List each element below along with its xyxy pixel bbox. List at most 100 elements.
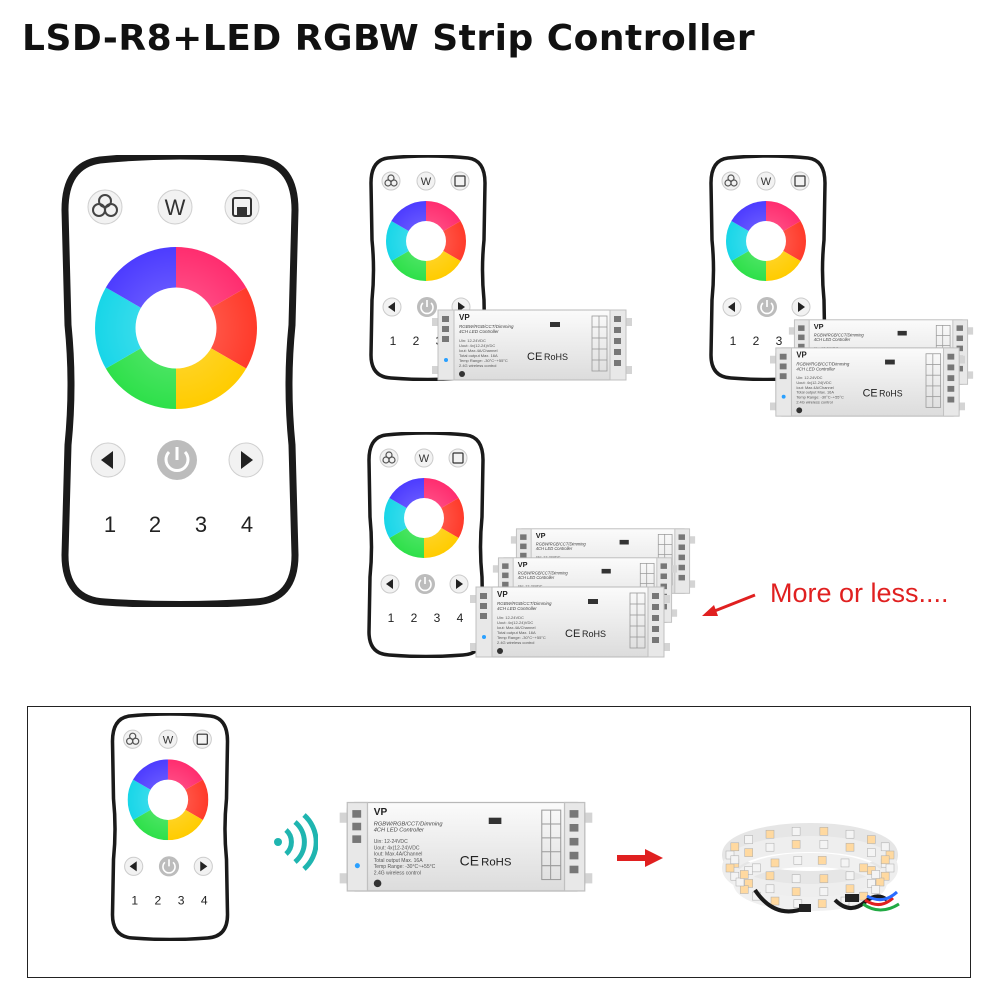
svg-text:Uout: 4x(12-24)VDC: Uout: 4x(12-24)VDC [796, 380, 831, 385]
svg-text:Iout: Max.4A/Channel: Iout: Max.4A/Channel [796, 385, 834, 390]
zone-2-button[interactable]: 2 [149, 512, 161, 537]
svg-text:VP: VP [518, 560, 528, 569]
led-chip [871, 885, 881, 894]
led-chip [840, 858, 850, 868]
led-controller-7: VP RGBW/RGB/CCT/Dimming 4CH LED Controll… [339, 801, 593, 892]
led-chip [885, 850, 895, 860]
svg-text:4CH LED Controller: 4CH LED Controller [814, 337, 851, 342]
svg-text:CE: CE [460, 853, 479, 869]
led-controller-1: VP RGBW/RGB/CCT/Dimming 4CH LED Controll… [432, 309, 632, 381]
arrow-right-icon [617, 849, 663, 867]
svg-text:VP: VP [459, 313, 470, 322]
power-icon [164, 447, 190, 472]
led-chip [793, 856, 803, 865]
scene-button[interactable] [87, 189, 123, 225]
svg-text:CE: CE [527, 351, 542, 363]
svg-text:W: W [421, 176, 432, 188]
svg-text:Total output Max. 16A: Total output Max. 16A [796, 390, 834, 395]
svg-text:RGBW/RGB/CCT/Dimming: RGBW/RGB/CCT/Dimming [497, 601, 552, 606]
wireless-signal-icon [274, 813, 318, 871]
led-chip [867, 835, 876, 844]
svg-text:RoHS: RoHS [481, 857, 512, 869]
led-chip [765, 829, 775, 839]
led-chip [730, 855, 740, 865]
chevron-right-icon [241, 451, 253, 469]
led-chip [817, 856, 827, 865]
svg-text:Uin: 12-24VDC: Uin: 12-24VDC [536, 555, 561, 559]
led-chip [765, 884, 775, 894]
svg-text:Uout: 4x(12-24)VDC: Uout: 4x(12-24)VDC [459, 343, 495, 348]
led-chip [845, 842, 855, 852]
led-chip [875, 877, 885, 887]
led-chip [725, 850, 735, 860]
led-chip [791, 874, 801, 883]
svg-text:4CH LED Controller: 4CH LED Controller [497, 606, 537, 611]
svg-text:Total output Max. 16A: Total output Max. 16A [374, 858, 423, 864]
svg-text:Total output Max. 16A: Total output Max. 16A [497, 630, 536, 635]
svg-text:Iout: Max.4A/Channel: Iout: Max.4A/Channel [459, 348, 498, 353]
led-chip [819, 887, 829, 896]
svg-text:RoHS: RoHS [879, 389, 903, 399]
led-chip [880, 842, 890, 852]
svg-text:2: 2 [155, 894, 162, 908]
svg-text:Temp Range: -30°C~+55°C: Temp Range: -30°C~+55°C [459, 358, 508, 363]
svg-text:3: 3 [178, 894, 185, 908]
svg-text:Uin: 12-24VDC: Uin: 12-24VDC [459, 338, 486, 343]
svg-text:1: 1 [730, 334, 737, 348]
svg-text:2: 2 [753, 334, 760, 348]
led-chip [845, 884, 855, 894]
more-or-less-label: More or less.... [770, 578, 949, 608]
svg-text:Temp Range: -30°C~+55°C: Temp Range: -30°C~+55°C [497, 635, 546, 640]
led-chip [819, 840, 829, 849]
svg-text:VP: VP [497, 590, 508, 599]
svg-text:Uin: 12-24VDC: Uin: 12-24VDC [497, 615, 524, 620]
prev-button[interactable] [90, 442, 126, 478]
page-title: LSD-R8+LED RGBW Strip Controller [22, 18, 756, 59]
svg-text:Uout: 4x(12-24)VDC: Uout: 4x(12-24)VDC [497, 620, 533, 625]
color-wheel[interactable] [95, 247, 257, 409]
led-chip [770, 896, 780, 906]
led-chip [725, 863, 735, 873]
led-chip [845, 829, 855, 839]
svg-text:W: W [761, 176, 772, 188]
led-chip [730, 842, 740, 852]
svg-text:4: 4 [457, 611, 464, 625]
zone-1-button[interactable]: 1 [104, 512, 116, 537]
led-chip [730, 871, 740, 881]
led-chip [885, 863, 895, 873]
led-controller-3: VP RGBW/RGB/CCT/Dimming 4CH LED Controll… [770, 347, 965, 417]
svg-text:RGBW/RGB/CCT/Dimming: RGBW/RGB/CCT/Dimming [796, 361, 850, 366]
led-chip [765, 842, 775, 852]
svg-text:Uout: 4x(12-24)VDC: Uout: 4x(12-24)VDC [374, 845, 420, 851]
remote-large: W 1 2 3 4 [61, 155, 299, 607]
svg-text:Uin: 12-24VDC: Uin: 12-24VDC [796, 375, 822, 380]
svg-text:Uin: 12-24VDC: Uin: 12-24VDC [374, 839, 408, 845]
svg-text:2: 2 [411, 611, 418, 625]
svg-text:Iout: Max.4A/Channel: Iout: Max.4A/Channel [497, 625, 536, 630]
svg-text:VP: VP [796, 351, 806, 360]
led-chip [744, 848, 753, 857]
svg-text:2.4G wireless control: 2.4G wireless control [796, 399, 832, 404]
svg-text:RoHS: RoHS [582, 629, 606, 639]
svg-text:4CH LED Controller: 4CH LED Controller [796, 366, 835, 371]
led-controller-6: VP RGBW/RGB/CCT/Dimming 4CH LED Controll… [470, 586, 670, 658]
next-button[interactable] [228, 442, 264, 478]
svg-text:RGBW/RGB/CCT/Dimming: RGBW/RGB/CCT/Dimming [814, 332, 865, 337]
zone-4-button[interactable]: 4 [241, 512, 253, 537]
led-chip [867, 848, 876, 857]
led-chip [765, 871, 775, 881]
zone-3-button[interactable]: 3 [195, 512, 207, 537]
led-chip [819, 874, 829, 883]
white-button[interactable]: W [157, 189, 193, 225]
power-button[interactable] [157, 440, 197, 480]
svg-text:RGBW/RGB/CCT/Dimming: RGBW/RGB/CCT/Dimming [459, 324, 514, 329]
svg-text:1: 1 [388, 611, 395, 625]
svg-text:4CH LED Controller: 4CH LED Controller [374, 828, 425, 834]
svg-text:2: 2 [413, 334, 420, 348]
svg-text:2.4G wireless control: 2.4G wireless control [374, 871, 421, 877]
led-chip [819, 827, 829, 836]
svg-text:3: 3 [434, 611, 441, 625]
save-button[interactable] [224, 189, 260, 225]
led-chip [880, 855, 890, 865]
